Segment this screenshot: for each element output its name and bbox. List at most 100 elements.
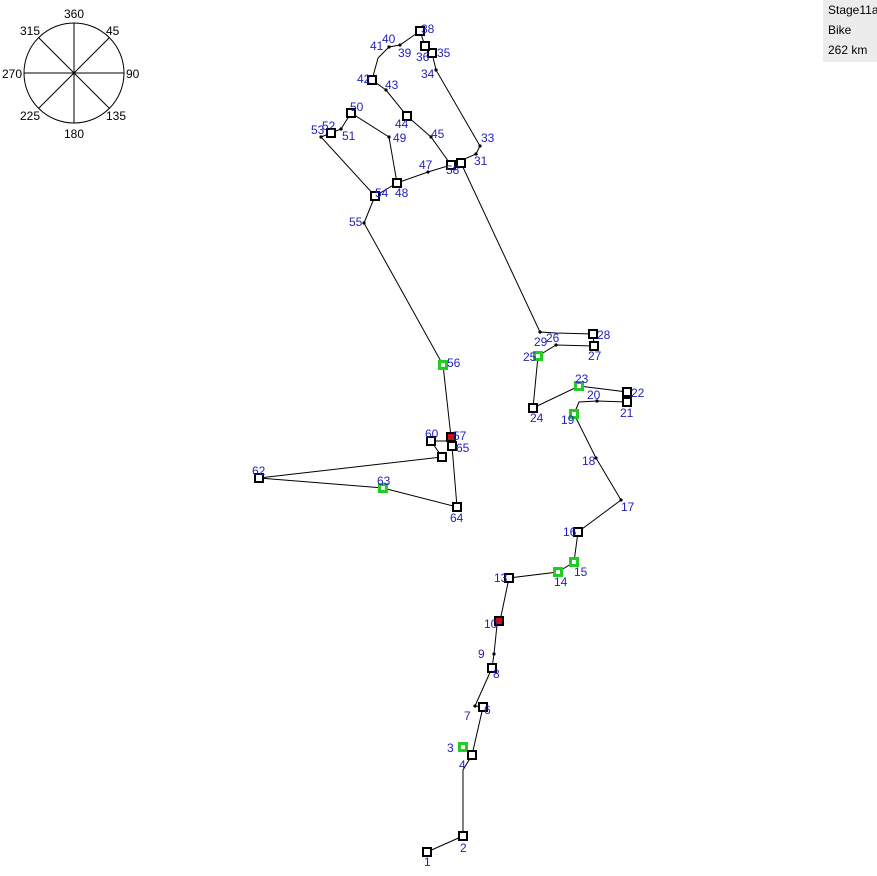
- waypoint-marker[interactable]: [588, 329, 598, 339]
- waypoint-label: 21: [620, 406, 634, 420]
- route-segment: [258, 195, 458, 508]
- route-point: [619, 498, 623, 502]
- waypoint-marker[interactable]: [622, 397, 632, 407]
- waypoint-label: 17: [621, 500, 635, 514]
- waypoint-label: 23: [575, 372, 589, 386]
- waypoint-label: 18: [582, 454, 596, 468]
- waypoint-label: 29: [534, 335, 548, 349]
- waypoint-label: 52: [322, 119, 336, 133]
- waypoint-label: 44: [395, 117, 409, 131]
- waypoint-marker[interactable]: [487, 663, 497, 673]
- waypoint-label: 53: [311, 123, 325, 137]
- waypoint-label: 45: [431, 127, 445, 141]
- waypoint-label: 55: [349, 215, 363, 229]
- highlight-marker[interactable]: [494, 616, 504, 626]
- waypoint-marker[interactable]: [504, 573, 514, 583]
- waypoint-marker[interactable]: [254, 473, 264, 483]
- waypoint-label: 65: [456, 441, 470, 455]
- waypoint-label: 7: [464, 709, 471, 723]
- compass-label-135: 135: [106, 109, 126, 123]
- route-point: [434, 68, 438, 72]
- waypoint-marker[interactable]: [622, 387, 632, 397]
- waypoint-label: 8: [493, 667, 500, 681]
- waypoint-marker[interactable]: [589, 341, 599, 351]
- waypoint-label: 36: [416, 50, 430, 64]
- route-point: [474, 152, 478, 156]
- checkpoint-marker-core: [572, 412, 576, 416]
- waypoint-label: 6: [484, 703, 491, 717]
- waypoint-marker[interactable]: [528, 403, 538, 413]
- stage-info-panel: Stage11a Bike 262 km: [823, 0, 877, 62]
- route-distance: 262 km: [828, 43, 868, 57]
- compass-label-315: 315: [20, 24, 40, 38]
- waypoint-marker[interactable]: [447, 441, 457, 451]
- route-point: [426, 170, 430, 174]
- waypoint-label: 3: [447, 741, 454, 755]
- waypoint-marker[interactable]: [420, 41, 430, 51]
- route-lines: [258, 30, 628, 853]
- checkpoint-marker-core: [536, 354, 540, 358]
- route-point: [554, 343, 558, 347]
- waypoint-marker[interactable]: [478, 702, 488, 712]
- waypoint-marker[interactable]: [467, 750, 477, 760]
- route-point: [362, 221, 366, 225]
- waypoint-marker[interactable]: [370, 191, 380, 201]
- waypoint-label: 47: [419, 158, 433, 172]
- waypoint-label: 39: [398, 46, 412, 60]
- waypoint-label: 38: [421, 22, 435, 36]
- waypoint-marker[interactable]: [573, 527, 583, 537]
- waypoint-label: 40: [382, 32, 396, 46]
- waypoint-label: 42: [357, 72, 371, 86]
- waypoint-marker[interactable]: [427, 48, 437, 58]
- waypoint-marker[interactable]: [426, 436, 436, 446]
- waypoint-marker[interactable]: [326, 128, 336, 138]
- route-point: [429, 135, 433, 139]
- waypoint-marker[interactable]: [402, 111, 412, 121]
- waypoint-marker[interactable]: [452, 502, 462, 512]
- route-point: [492, 652, 496, 656]
- waypoint-marker[interactable]: [422, 847, 432, 857]
- checkpoint-marker-core: [381, 486, 385, 490]
- waypoint-marker[interactable]: [346, 108, 356, 118]
- waypoint-label: 24: [530, 411, 544, 425]
- waypoint-label: 62: [252, 464, 266, 478]
- waypoint-marker[interactable]: [446, 160, 456, 170]
- stage-name: Stage11a: [828, 3, 877, 17]
- checkpoint-marker-core: [441, 363, 445, 367]
- waypoint-label: 63: [377, 474, 391, 488]
- waypoint-label: 28: [597, 328, 611, 342]
- route-point: [473, 704, 477, 708]
- waypoint-label: 31: [474, 154, 488, 168]
- waypoint-marker[interactable]: [392, 178, 402, 188]
- compass-label-225: 225: [20, 109, 40, 123]
- waypoint-label: 34: [421, 67, 435, 81]
- waypoint-label: 33: [481, 131, 495, 145]
- waypoint-label: 60: [425, 427, 439, 441]
- waypoint-marker[interactable]: [437, 452, 447, 462]
- waypoint-label: 35: [437, 46, 451, 60]
- waypoint-marker[interactable]: [367, 75, 377, 85]
- route-point: [594, 456, 598, 460]
- waypoint-marker[interactable]: [415, 26, 425, 36]
- waypoint-label: 48: [395, 186, 409, 200]
- waypoint-label: 43: [385, 78, 399, 92]
- waypoint-label: 15: [574, 565, 588, 579]
- waypoint-marker[interactable]: [458, 831, 468, 841]
- waypoint-label: 14: [554, 575, 568, 589]
- waypoint-markers: [254, 26, 632, 857]
- checkpoint-marker-core: [461, 745, 465, 749]
- waypoint-label: 27: [588, 349, 602, 363]
- compass-label-360: 360: [64, 7, 84, 21]
- route-point: [538, 330, 542, 334]
- waypoint-label: 9: [478, 647, 485, 661]
- waypoint-label: 19: [561, 413, 575, 427]
- waypoint-marker[interactable]: [456, 158, 466, 168]
- waypoint-label: 51: [342, 129, 356, 143]
- checkpoint-marker-core: [572, 560, 576, 564]
- route-point: [339, 127, 343, 131]
- route-point: [478, 144, 482, 148]
- waypoint-label: 4: [459, 758, 466, 772]
- waypoint-label: 57: [453, 429, 467, 443]
